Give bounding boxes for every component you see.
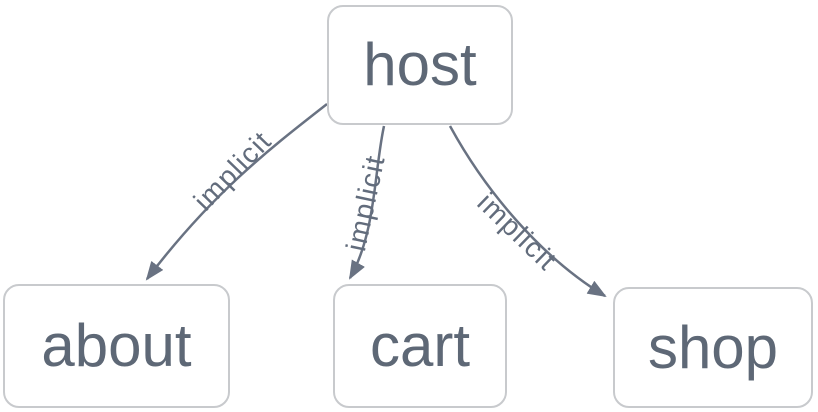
node-about-label: about (41, 312, 192, 379)
edge-label-host-about: implicit (187, 124, 278, 217)
node-shop-label: shop (647, 313, 779, 381)
node-shop[interactable]: shop (613, 287, 813, 408)
edge-label-host-shop: implicit (471, 186, 564, 277)
node-host[interactable]: host (327, 5, 513, 125)
node-about[interactable]: about (3, 284, 230, 408)
node-host-label: host (363, 31, 477, 98)
edge-label-host-cart: implicit (340, 151, 391, 254)
node-cart-label: cart (369, 312, 471, 379)
node-cart[interactable]: cart (333, 284, 507, 408)
edge-host-about (145, 103, 328, 281)
